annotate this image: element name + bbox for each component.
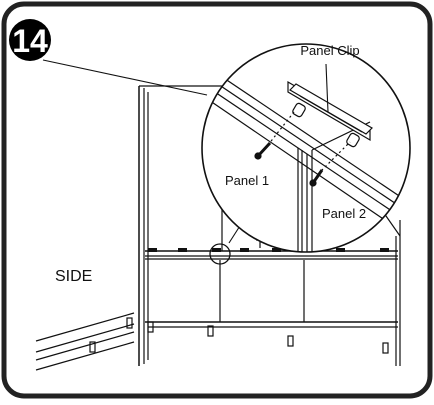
detail-focus-circle bbox=[209, 243, 231, 265]
label-panel-clip: Panel Clip bbox=[300, 43, 359, 58]
screw-icon bbox=[309, 169, 324, 187]
diagram-frame bbox=[1, 1, 433, 399]
side-wall-siding bbox=[35, 312, 135, 371]
magnified-detail bbox=[201, 43, 411, 253]
screw-icon bbox=[254, 141, 272, 160]
clip-leader-line bbox=[325, 63, 329, 113]
base-feet bbox=[147, 321, 389, 354]
label-panel-1: Panel 1 bbox=[225, 173, 269, 188]
step-badge: 14 bbox=[9, 19, 51, 61]
step-number: 14 bbox=[12, 23, 48, 59]
label-side: SIDE bbox=[55, 268, 92, 285]
label-panel-2: Panel 2 bbox=[322, 206, 366, 221]
